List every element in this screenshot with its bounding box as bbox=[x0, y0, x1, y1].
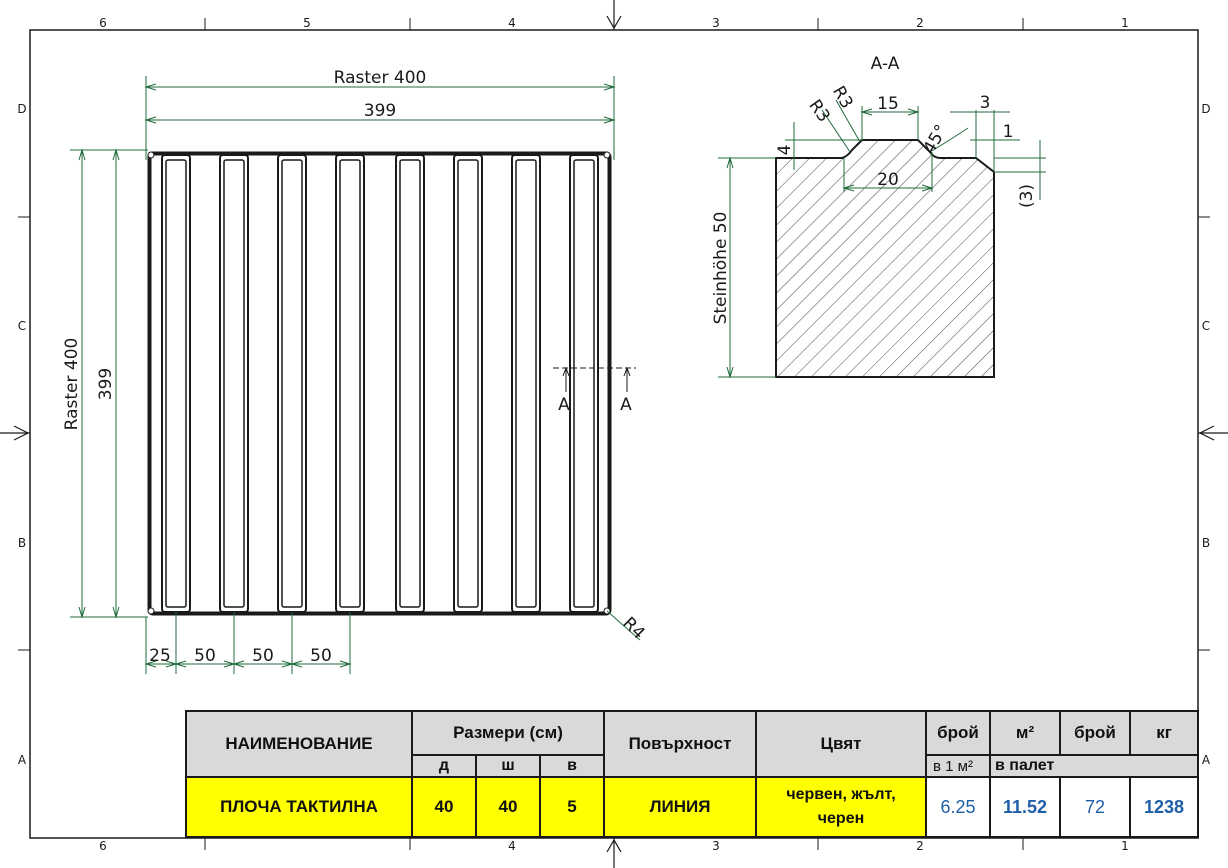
section-mark: A bbox=[620, 395, 632, 415]
rib-inner bbox=[339, 159, 361, 608]
cell-name: ПЛОЧА ТАКТИЛНА bbox=[185, 776, 413, 838]
cell-kg: 1238 bbox=[1129, 776, 1199, 838]
col-label: 2 bbox=[916, 16, 924, 30]
col-label: 2 bbox=[916, 839, 924, 853]
dim-1: 1 bbox=[1003, 122, 1014, 142]
row-label: B bbox=[1202, 536, 1210, 550]
subheader-v: в bbox=[539, 754, 605, 778]
dim-4: 4 bbox=[775, 145, 795, 156]
subheader-per-m2: в 1 м² bbox=[925, 754, 991, 778]
section-title: A-A bbox=[871, 54, 900, 74]
header-size: Размери (см) bbox=[411, 710, 605, 756]
rib-inner bbox=[573, 159, 595, 608]
plan-dimensions bbox=[70, 76, 641, 674]
rib-inner bbox=[165, 159, 187, 608]
cell-color: червен, жълт, черен bbox=[755, 776, 927, 838]
dim-15: 15 bbox=[877, 94, 899, 114]
cell-sh: 40 bbox=[475, 776, 541, 838]
spacing-label: 25 bbox=[149, 646, 171, 666]
header-kg: кг bbox=[1129, 710, 1199, 756]
dim-3-paren: (3) bbox=[1017, 184, 1037, 208]
tile-plan-view bbox=[147, 151, 612, 616]
spacing-label: 50 bbox=[310, 646, 332, 666]
col-label: 3 bbox=[712, 839, 720, 853]
col-label: 5 bbox=[303, 16, 311, 30]
header-surface: Повърхност bbox=[603, 710, 757, 778]
row-label: D bbox=[17, 102, 26, 116]
section-dimensions bbox=[718, 99, 1046, 379]
rib-outer bbox=[395, 154, 425, 613]
rib-inner bbox=[515, 159, 537, 608]
header-count-pallet: брой bbox=[1059, 710, 1131, 756]
row-label: D bbox=[1201, 102, 1210, 116]
col-label: 3 bbox=[712, 16, 720, 30]
section-mark: A bbox=[558, 395, 570, 415]
tile-outline bbox=[147, 151, 612, 616]
header-count: брой bbox=[925, 710, 991, 756]
header-color: Цвят bbox=[755, 710, 927, 778]
cell-surface: ЛИНИЯ bbox=[603, 776, 757, 838]
rib-inner bbox=[457, 159, 479, 608]
cell-per-m2: 6.25 bbox=[925, 776, 991, 838]
subheader-per-pallet: в палет bbox=[989, 754, 1199, 778]
row-label: A bbox=[1202, 753, 1211, 767]
color-line: черен bbox=[817, 810, 865, 827]
row-label: A bbox=[18, 753, 27, 767]
row-label: C bbox=[18, 319, 26, 333]
spec-table: НАИМЕНОВАНИЕ Размери (см) Повърхност Цвя… bbox=[185, 710, 1199, 838]
rib-outer bbox=[569, 154, 599, 613]
width-label: 399 bbox=[364, 101, 396, 121]
cell-m2: 11.52 bbox=[989, 776, 1061, 838]
raster-height-label: Raster 400 bbox=[62, 338, 82, 431]
raster-width-label: Raster 400 bbox=[334, 68, 427, 88]
subheader-sh: ш bbox=[475, 754, 541, 778]
cell-count: 72 bbox=[1059, 776, 1131, 838]
row-label: B bbox=[18, 536, 26, 550]
color-line: червен, жълт, bbox=[786, 786, 896, 803]
spacing-label: 50 bbox=[194, 646, 216, 666]
dim-r3: R3 bbox=[828, 83, 857, 113]
cell-d: 40 bbox=[411, 776, 477, 838]
tactile-ribs bbox=[161, 154, 599, 613]
corner-dots bbox=[147, 151, 611, 615]
col-label: 1 bbox=[1121, 839, 1129, 853]
rib-inner bbox=[281, 159, 303, 608]
header-name: НАИМЕНОВАНИЕ bbox=[185, 710, 413, 778]
corner-radius-label: R4 bbox=[618, 613, 648, 643]
rib-inner bbox=[223, 159, 245, 608]
zone-ticks bbox=[18, 18, 1210, 850]
col-label: 4 bbox=[508, 16, 516, 30]
cell-v: 5 bbox=[539, 776, 605, 838]
col-label: 6 bbox=[99, 839, 107, 853]
dim-20: 20 bbox=[877, 170, 899, 190]
dim-3: 3 bbox=[980, 93, 991, 113]
spacing-label: 50 bbox=[252, 646, 274, 666]
row-label: C bbox=[1202, 319, 1210, 333]
rib-outer bbox=[511, 154, 541, 613]
col-label: 4 bbox=[508, 839, 516, 853]
col-label: 1 bbox=[1121, 16, 1129, 30]
rib-inner bbox=[399, 159, 421, 608]
rib-outer bbox=[453, 154, 483, 613]
col-label: 6 bbox=[99, 16, 107, 30]
height-label: 399 bbox=[96, 368, 116, 400]
subheader-d: д bbox=[411, 754, 477, 778]
header-m2: м² bbox=[989, 710, 1061, 756]
stone-height-label: Steinhöhe 50 bbox=[711, 212, 731, 325]
